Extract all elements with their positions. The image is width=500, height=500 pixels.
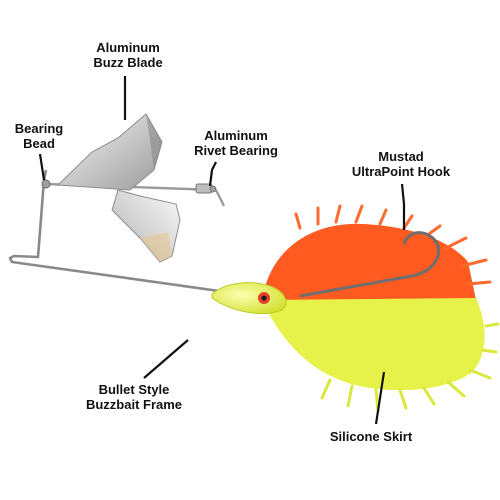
label-line: Bullet Style	[98, 382, 170, 397]
label-aluminum-buzz-blade: Aluminum Buzz Blade	[78, 40, 178, 70]
label-mustad-ultrapoint-hook: Mustad UltraPoint Hook	[336, 149, 466, 179]
label-aluminum-rivet-bearing: Aluminum Rivet Bearing	[186, 128, 286, 158]
bead-leader	[38, 153, 46, 181]
leader-lines	[38, 76, 406, 425]
label-line: Silicone Skirt	[329, 429, 413, 444]
skirt-leader	[374, 371, 386, 425]
orange-skirt	[262, 204, 492, 300]
label-bearing-bead: Bearing Bead	[4, 121, 74, 151]
label-line: Aluminum	[204, 128, 268, 143]
rivet-bearing	[195, 183, 217, 194]
rivet-leader	[208, 161, 217, 187]
label-line: Bearing	[14, 121, 64, 136]
label-line: Aluminum	[96, 40, 160, 55]
label-line: Rivet Bearing	[194, 143, 278, 158]
label-line: Bead	[23, 136, 55, 151]
label-line: UltraPoint Hook	[351, 164, 451, 179]
bullet-head	[211, 282, 287, 315]
label-line: Mustad	[378, 149, 424, 164]
hook-leader	[400, 183, 406, 230]
ultrapoint-hook	[299, 231, 441, 298]
label-line: Buzzbait Frame	[85, 397, 183, 412]
label-bullet-style-buzzbait-frame: Bullet Style Buzzbait Frame	[74, 382, 194, 412]
label-silicone-skirt: Silicone Skirt	[306, 429, 436, 444]
frame-leader	[143, 339, 189, 379]
label-line: Buzz Blade	[93, 55, 163, 70]
chartreuse-skirt	[262, 298, 500, 412]
bearing-bead	[41, 179, 51, 189]
buzz-blade	[56, 113, 181, 263]
